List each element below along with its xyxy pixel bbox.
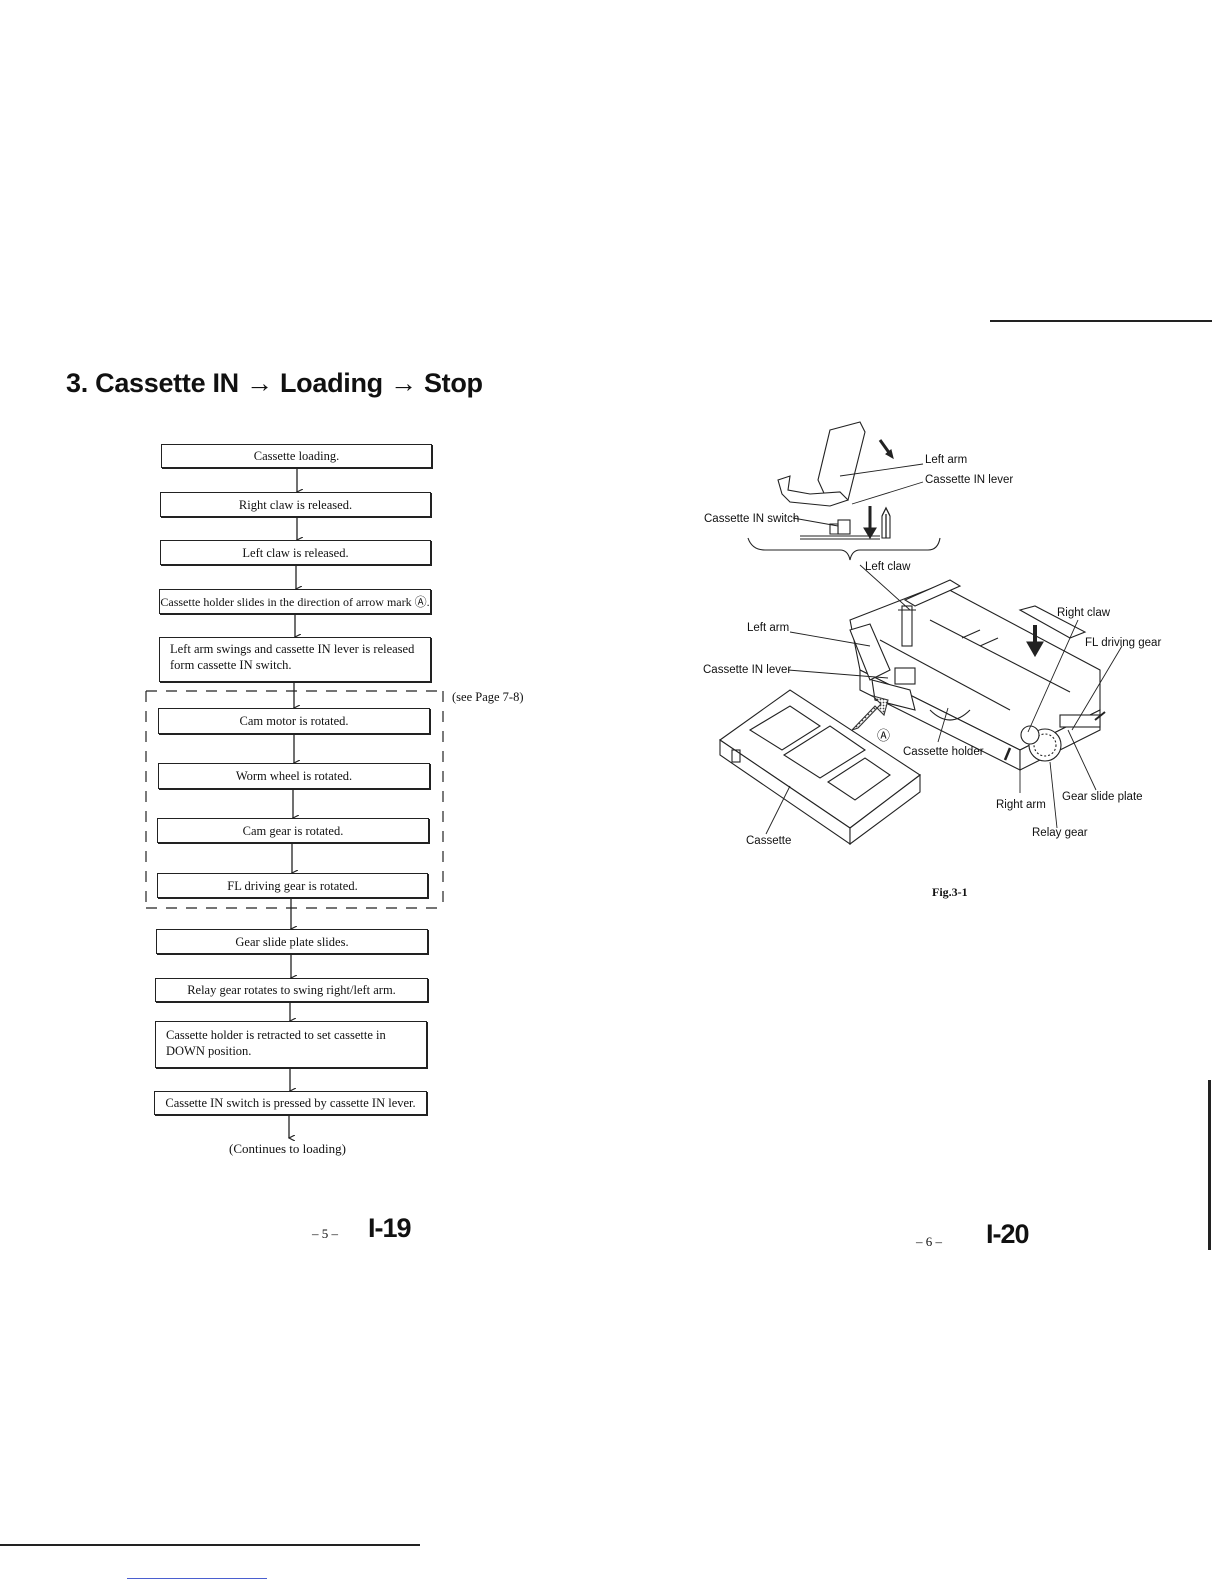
label-relay-gear: Relay gear xyxy=(1032,827,1088,839)
bottom-blue-rule xyxy=(127,1578,267,1579)
label-gear-slide-plate: Gear slide plate xyxy=(1062,791,1143,803)
footer-right-page-number: I-20 xyxy=(986,1219,1030,1249)
footer-left-page-number: I-19 xyxy=(368,1213,412,1243)
flow-step-left-claw-released: Left claw is released. xyxy=(160,540,431,565)
flow-step-holder-slides: Cassette holder slides in the direction … xyxy=(159,589,431,614)
figure-leader-lines xyxy=(765,463,1123,835)
label-right-claw: Right claw xyxy=(1057,607,1111,619)
flow-step-left-arm-swings: Left arm swings and cassette IN lever is… xyxy=(159,637,431,682)
flow-step-gear-slide-plate: Gear slide plate slides. xyxy=(156,929,428,954)
label-left-claw: Left claw xyxy=(865,561,911,573)
label-right-arm: Right arm xyxy=(996,799,1046,811)
figure-caption: Fig.3-1 xyxy=(932,885,968,899)
label-cassette-in-lever-top: Cassette IN lever xyxy=(925,474,1014,486)
continues-note: (Continues to loading) xyxy=(229,1141,346,1156)
label-left-arm: Left arm xyxy=(747,622,790,634)
flow-step-right-claw-released: Right claw is released. xyxy=(160,492,431,517)
label-cassette-holder: Cassette holder xyxy=(903,746,984,758)
top-right-rule xyxy=(990,320,1212,322)
mechanism-illustration xyxy=(719,421,1106,846)
label-fl-driving-gear: FL driving gear xyxy=(1085,637,1162,649)
label-left-arm-top: Left arm xyxy=(925,454,968,466)
label-cassette-in-lever: Cassette IN lever xyxy=(703,664,792,676)
right-edge-rule xyxy=(1208,1080,1211,1250)
flowchart-connectors xyxy=(145,468,444,1200)
footer-left-small: – 5 – xyxy=(312,1226,338,1241)
label-cassette: Cassette xyxy=(746,835,792,847)
footer-right-small: – 6 – xyxy=(916,1234,942,1249)
page-title: 3. Cassette IN → Loading → Stop xyxy=(66,368,483,398)
flow-step-cam-motor: Cam motor is rotated. xyxy=(158,708,430,734)
see-page-note: (see Page 7-8) xyxy=(452,690,524,704)
flow-step-fl-driving-gear: FL driving gear is rotated. xyxy=(157,873,428,898)
flow-step-switch-pressed: Cassette IN switch is pressed by cassett… xyxy=(154,1091,427,1115)
bottom-left-rule xyxy=(0,1544,420,1546)
flow-step-relay-gear: Relay gear rotates to swing right/left a… xyxy=(155,978,428,1002)
label-cassette-in-switch: Cassette IN switch xyxy=(704,513,800,525)
flow-step-worm-wheel: Worm wheel is rotated. xyxy=(158,763,430,789)
flow-step-holder-retracted: Cassette holder is retracted to set cass… xyxy=(155,1021,427,1068)
flow-step-cam-gear: Cam gear is rotated. xyxy=(157,818,429,843)
flow-step-cassette-loading: Cassette loading. xyxy=(161,444,432,468)
label-arrow-mark: Ⓐ xyxy=(877,728,891,743)
